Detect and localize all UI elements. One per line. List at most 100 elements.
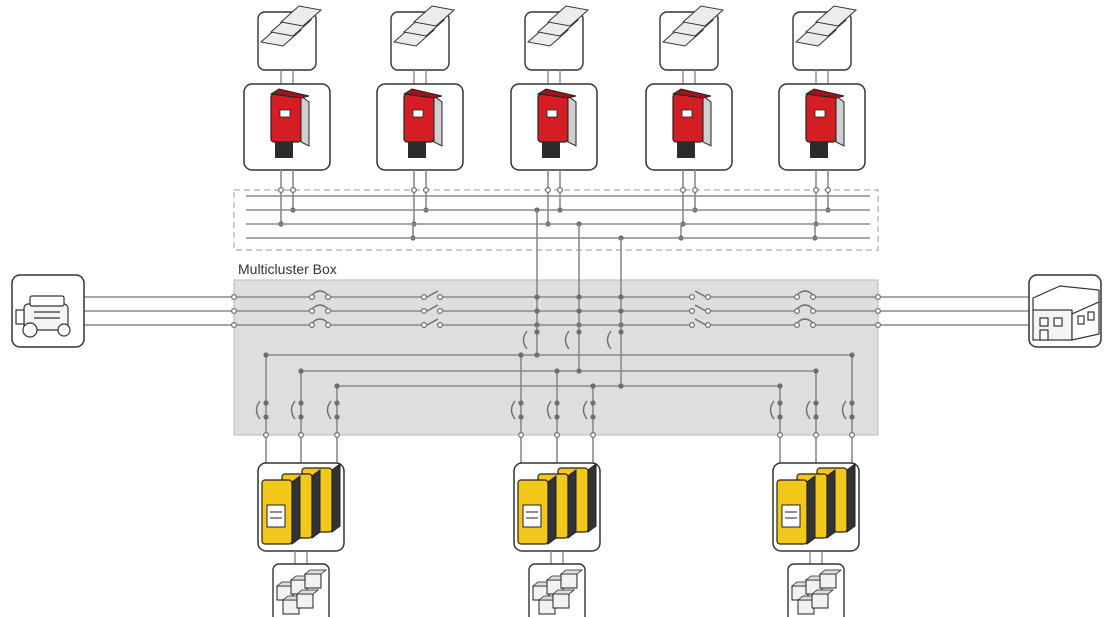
terminal bbox=[231, 294, 238, 301]
terminal bbox=[517, 432, 524, 439]
solar-module bbox=[279, 5, 323, 27]
switch-blade bbox=[694, 290, 707, 298]
terminal bbox=[809, 294, 816, 301]
breaker-symbol bbox=[796, 318, 814, 324]
terminal bbox=[812, 187, 819, 194]
terminal bbox=[688, 308, 695, 315]
junction-dot bbox=[590, 414, 596, 420]
pv-inverter-icon bbox=[536, 88, 577, 158]
junction-dot bbox=[813, 400, 819, 406]
multicluster-box-label: Multicluster Box bbox=[238, 261, 337, 277]
terminal bbox=[688, 322, 695, 329]
breaker-symbol bbox=[606, 330, 612, 350]
terminal bbox=[824, 187, 831, 194]
terminal bbox=[874, 322, 881, 329]
solar-module bbox=[681, 5, 725, 27]
terminal bbox=[704, 308, 711, 315]
pv-string-1 bbox=[243, 5, 331, 171]
breaker-symbol bbox=[311, 318, 329, 324]
junction-dot bbox=[813, 368, 819, 374]
battery-cell bbox=[552, 593, 570, 609]
inverter-side bbox=[433, 95, 443, 147]
breaker-symbol bbox=[769, 400, 775, 420]
battery-cluster-2 bbox=[513, 462, 601, 617]
wiring bbox=[84, 170, 1029, 465]
battery-cell-top bbox=[303, 569, 328, 575]
terminal bbox=[290, 187, 297, 194]
junction-dot bbox=[518, 352, 524, 358]
inverter-top bbox=[402, 88, 443, 99]
breaker-symbol bbox=[290, 400, 296, 420]
battery-cell bbox=[819, 573, 837, 589]
breaker-symbol bbox=[311, 304, 329, 310]
inverter-display bbox=[681, 109, 693, 118]
pv-string-2 bbox=[376, 5, 464, 171]
breaker-symbol bbox=[522, 330, 528, 350]
inverter-top bbox=[671, 88, 712, 99]
battery-cell bbox=[296, 593, 314, 609]
switch-blade bbox=[694, 304, 707, 312]
multicluster-box: Multicluster Box bbox=[233, 261, 879, 436]
inverter-side bbox=[835, 95, 845, 147]
junction-dot bbox=[298, 368, 304, 374]
pv-string-5 bbox=[778, 5, 866, 171]
terminal bbox=[309, 294, 316, 301]
junction-dot bbox=[777, 400, 783, 406]
unit-side bbox=[806, 475, 816, 545]
junction-dot bbox=[518, 414, 524, 420]
terminal bbox=[848, 432, 855, 439]
inverter-display bbox=[279, 109, 291, 118]
junction-dot bbox=[334, 383, 340, 389]
junction-dot bbox=[590, 400, 596, 406]
terminal bbox=[298, 432, 305, 439]
pv-inverter-icon bbox=[402, 88, 443, 158]
junction-dot bbox=[263, 414, 269, 420]
junction-dot bbox=[534, 329, 540, 335]
terminal bbox=[776, 432, 783, 439]
battery-cell-top bbox=[818, 569, 843, 575]
inverter-display bbox=[546, 109, 558, 118]
terminal bbox=[437, 294, 444, 301]
terminal bbox=[437, 308, 444, 315]
unit-display bbox=[266, 504, 286, 528]
junction-dot bbox=[534, 352, 540, 358]
terminal bbox=[544, 187, 551, 194]
terminal bbox=[793, 308, 800, 315]
junction-dot bbox=[576, 308, 582, 314]
junction-dot bbox=[849, 414, 855, 420]
inverter-connector bbox=[542, 142, 560, 158]
terminal bbox=[874, 294, 881, 301]
house bbox=[1028, 274, 1102, 348]
terminal bbox=[278, 187, 285, 194]
battery-cell-top bbox=[295, 589, 320, 595]
terminal bbox=[421, 322, 428, 329]
terminal bbox=[421, 294, 428, 301]
junction-dot bbox=[777, 383, 783, 389]
terminal bbox=[812, 432, 819, 439]
unit-side bbox=[291, 475, 301, 545]
unit-display bbox=[781, 504, 801, 528]
solar-panel-icon bbox=[524, 5, 590, 71]
junction-dot bbox=[263, 352, 269, 358]
terminal bbox=[423, 187, 430, 194]
junction-dot bbox=[618, 308, 624, 314]
inverter-top bbox=[804, 88, 845, 99]
inverter-body bbox=[805, 93, 837, 143]
inverter-body bbox=[403, 93, 435, 143]
terminal bbox=[421, 308, 428, 315]
solar-panel-icon bbox=[659, 5, 725, 71]
junction-dot bbox=[849, 352, 855, 358]
terminal bbox=[679, 187, 686, 194]
unit-side bbox=[587, 463, 597, 533]
battery-inverter-cluster-icon bbox=[517, 463, 597, 545]
battery-inverter-cluster-icon bbox=[776, 463, 856, 545]
battery-row bbox=[257, 462, 860, 617]
battery-cell-top bbox=[559, 569, 584, 575]
junction-dot bbox=[518, 400, 524, 406]
solar-module bbox=[814, 5, 858, 27]
breaker-symbol bbox=[311, 290, 329, 296]
terminal bbox=[334, 432, 341, 439]
terminal bbox=[231, 308, 238, 315]
battery-pack-icon bbox=[275, 569, 328, 615]
